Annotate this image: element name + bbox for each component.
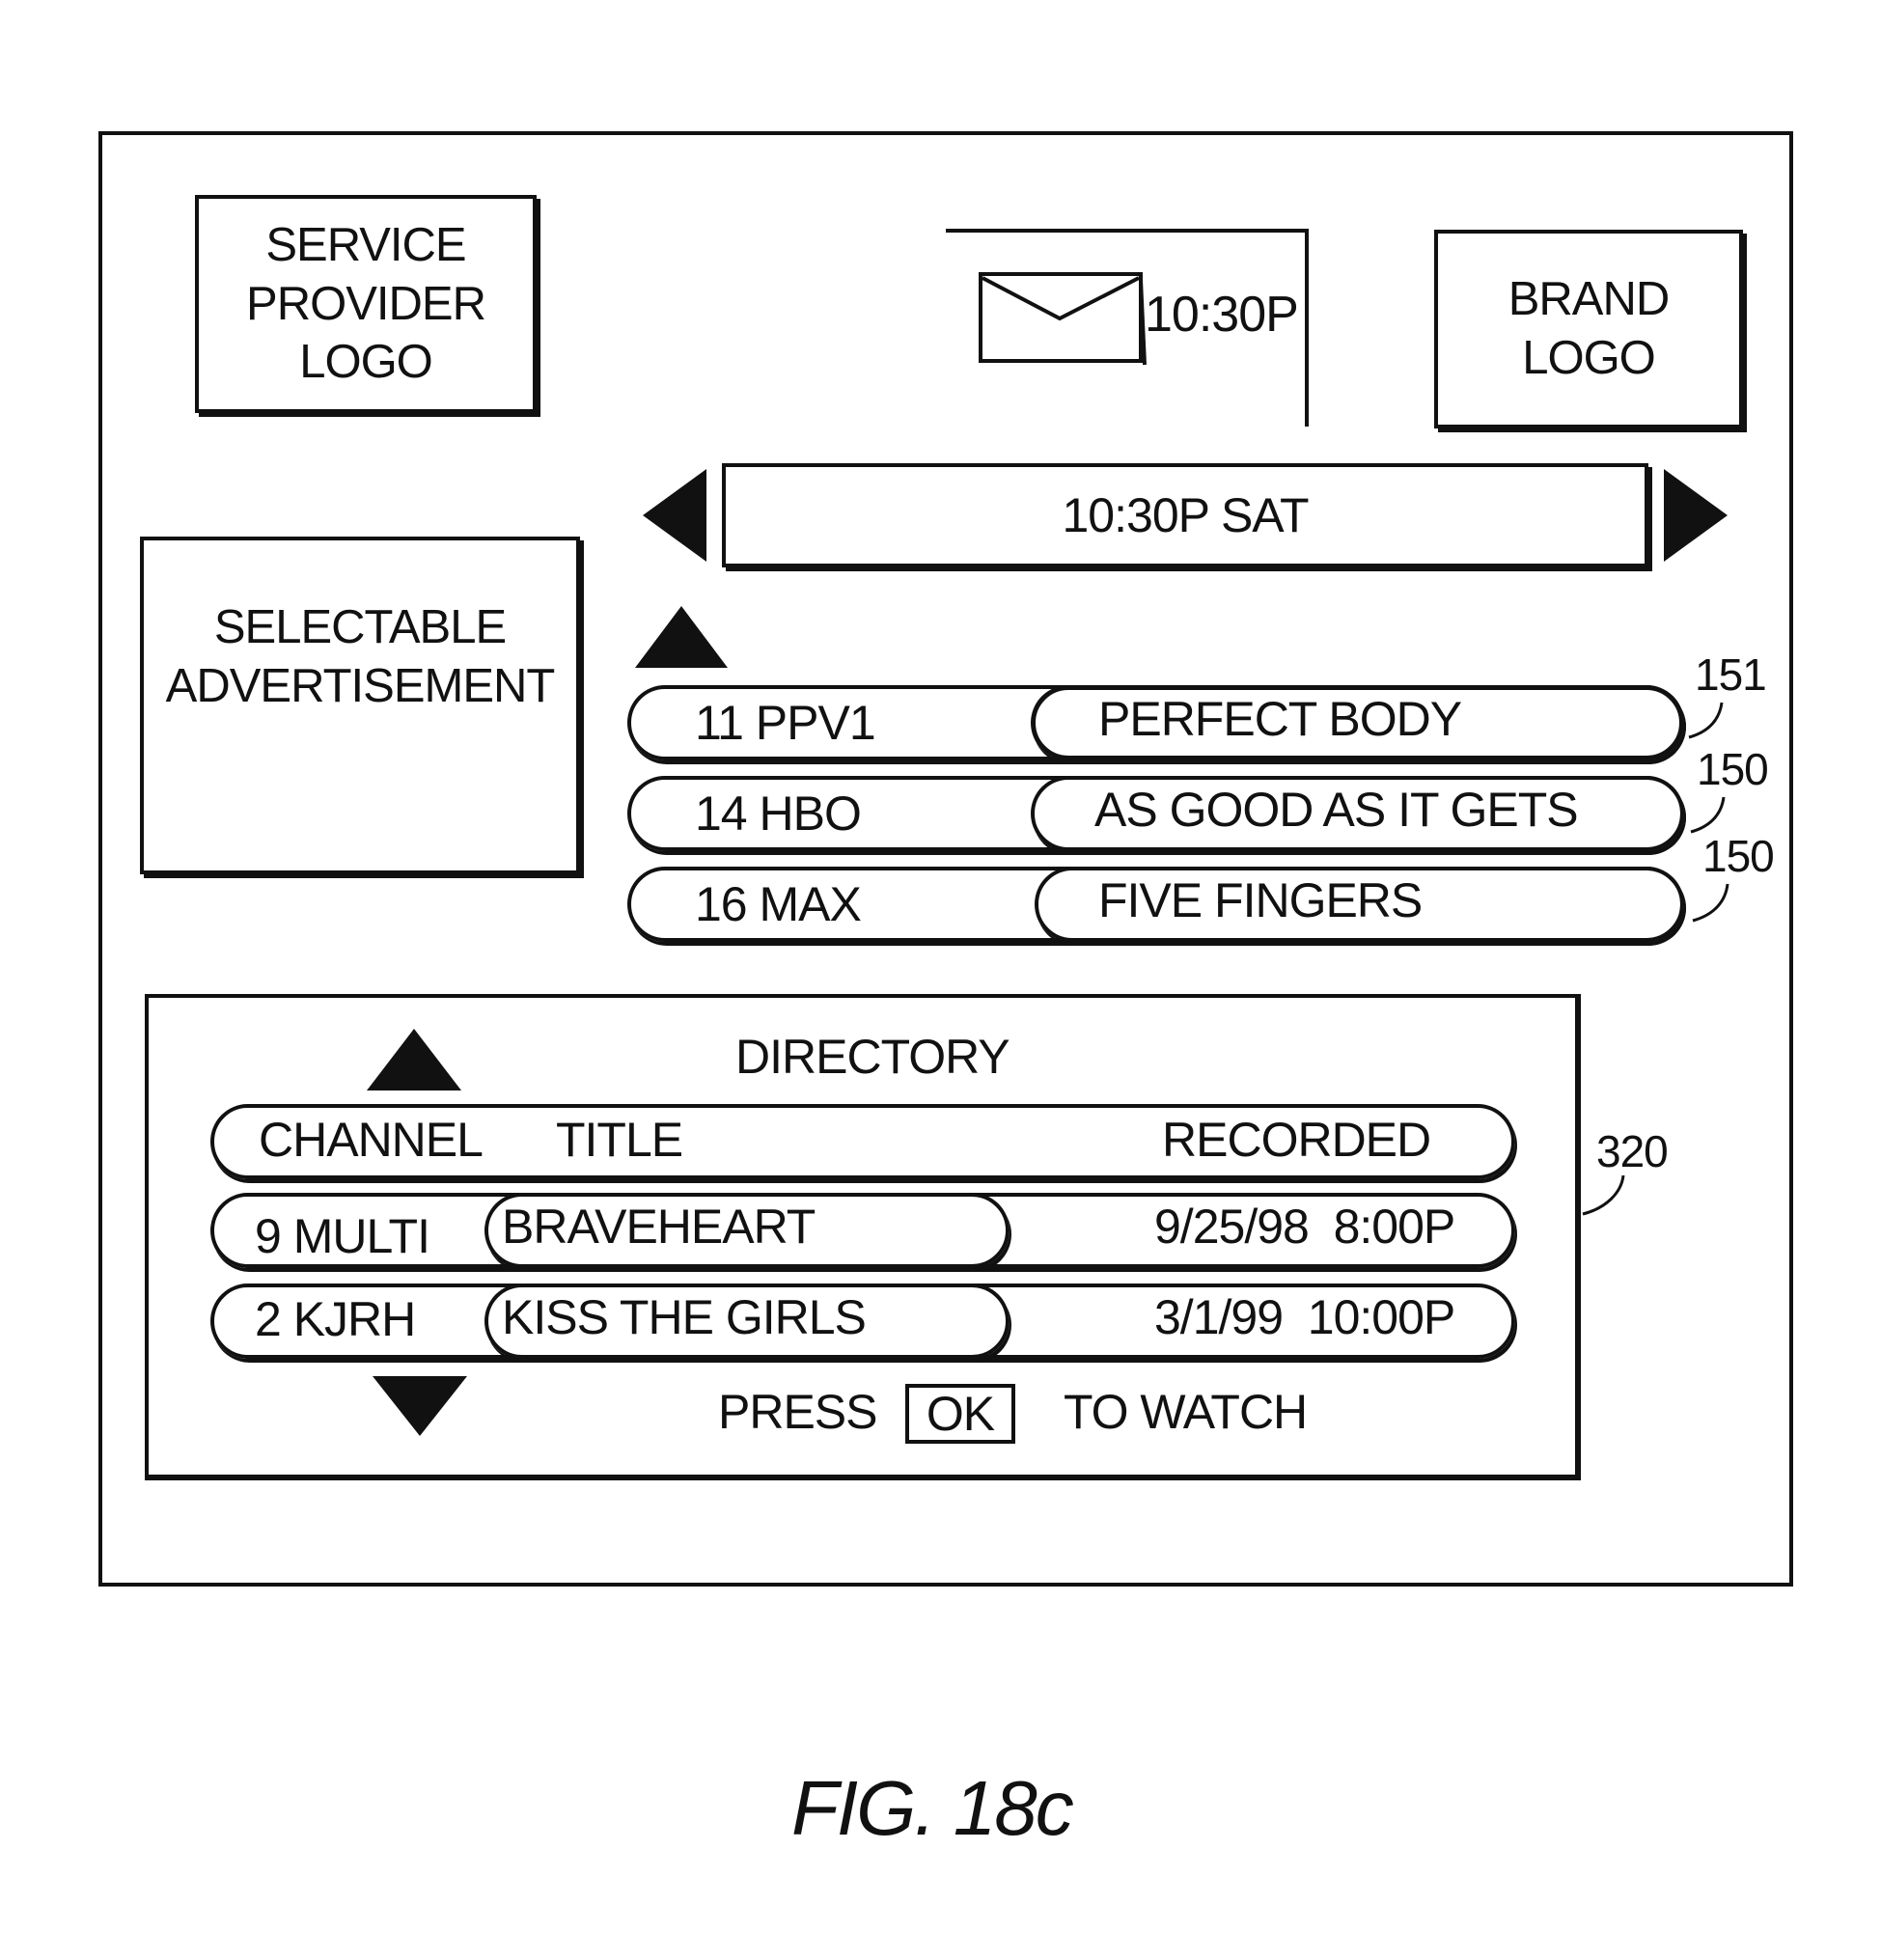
reference-numeral: 320 <box>1596 1125 1668 1177</box>
time-bar-label: 10:30P SAT <box>1063 487 1309 543</box>
selectable-advertisement[interactable]: SELECTABLE ADVERTISEMENT <box>140 537 580 874</box>
time-bar[interactable]: 10:30P SAT <box>722 463 1648 567</box>
column-header-title: TITLE <box>556 1112 682 1168</box>
down-arrow-icon[interactable] <box>371 1374 469 1443</box>
brand-logo: BRAND LOGO <box>1434 230 1743 428</box>
guide-row-channel: 16 MAX <box>695 876 861 932</box>
envelope-icon[interactable] <box>979 272 1147 367</box>
directory-row-title: KISS THE GIRLS <box>502 1289 866 1345</box>
guide-row-title: PERFECT BODY <box>1098 691 1461 747</box>
column-header-channel: CHANNEL <box>259 1112 483 1168</box>
service-provider-logo: SERVICE PROVIDER LOGO <box>195 195 537 413</box>
ok-button[interactable]: OK <box>905 1384 1015 1444</box>
reference-numeral: 150 <box>1702 830 1774 882</box>
directory-row-recorded: 3/1/99 10:00P <box>1154 1289 1454 1345</box>
left-arrow-icon[interactable] <box>641 467 708 568</box>
directory-row-channel: 9 MULTI <box>255 1208 429 1264</box>
directory-row-recorded: 9/25/98 8:00P <box>1154 1199 1454 1255</box>
service-provider-logo-text: SERVICE PROVIDER LOGO <box>246 216 485 392</box>
guide-row-channel: 14 HBO <box>695 786 861 842</box>
reference-numeral: 151 <box>1695 649 1766 701</box>
directory-title: DIRECTORY <box>735 1029 1010 1085</box>
brand-logo-text: BRAND LOGO <box>1508 270 1670 388</box>
directory-row-title: BRAVEHEART <box>502 1199 815 1255</box>
press-label: PRESS <box>718 1384 877 1440</box>
reference-numeral: 150 <box>1697 743 1768 795</box>
right-arrow-icon[interactable] <box>1662 467 1729 568</box>
advertisement-label: SELECTABLE ADVERTISEMENT <box>166 598 555 716</box>
up-arrow-icon[interactable] <box>365 1027 463 1097</box>
guide-row-title: AS GOOD AS IT GETS <box>1094 782 1578 838</box>
column-header-recorded: RECORDED <box>1162 1112 1430 1168</box>
guide-row-title: FIVE FINGERS <box>1098 872 1422 928</box>
up-arrow-icon[interactable] <box>633 604 730 675</box>
clock-time: 10:30P <box>1145 286 1298 344</box>
directory-row-channel: 2 KJRH <box>255 1291 415 1347</box>
figure-caption: FIG. 18c <box>791 1764 1072 1853</box>
to-watch-label: TO WATCH <box>1064 1384 1307 1440</box>
ok-button-label: OK <box>927 1386 994 1442</box>
guide-row-channel: 11 PPV1 <box>695 695 875 751</box>
